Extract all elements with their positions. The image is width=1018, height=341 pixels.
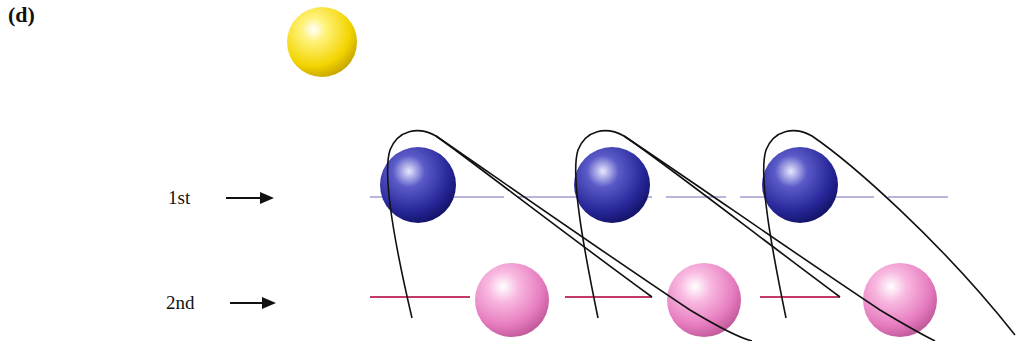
pink-sphere — [475, 263, 937, 337]
blue-sphere — [380, 147, 838, 223]
row-label: 2nd — [166, 293, 195, 312]
row-label: 1st — [168, 188, 190, 207]
panel-label: (d) — [8, 4, 35, 26]
row-arrow — [226, 192, 276, 309]
row-line — [370, 197, 950, 297]
loop-curve — [388, 131, 1015, 341]
yellow-sphere — [287, 7, 357, 77]
